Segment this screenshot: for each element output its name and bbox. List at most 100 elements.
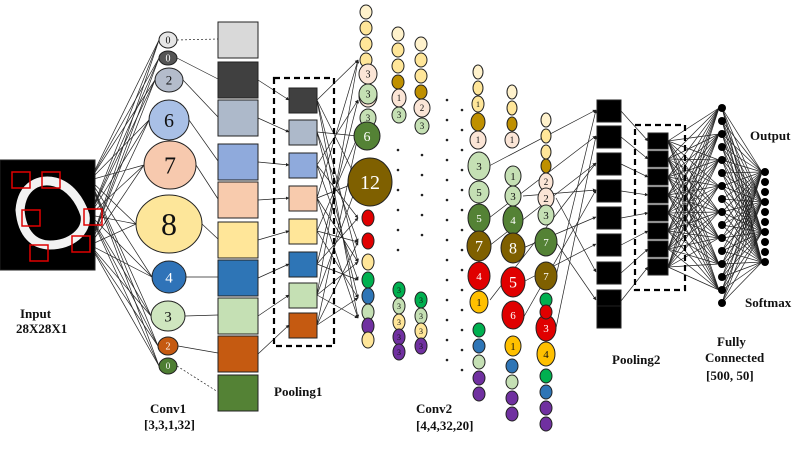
pool2-fc-edge bbox=[667, 140, 720, 213]
output-neuron bbox=[761, 258, 769, 266]
conv1-feature-map bbox=[217, 297, 259, 335]
ellipsis-dot bbox=[460, 348, 464, 352]
conv1-node-label: 2 bbox=[166, 342, 171, 353]
conv2-small-node bbox=[472, 322, 486, 338]
pool1-conv2-edge bbox=[316, 261, 359, 296]
pool2-fc-edge bbox=[667, 107, 720, 178]
pooling2-map bbox=[647, 150, 669, 168]
ellipsis-dot bbox=[460, 328, 464, 332]
conv1-map-edge bbox=[188, 119, 219, 162]
fc-output-edge bbox=[721, 261, 763, 304]
output-neuron bbox=[761, 238, 769, 246]
pool2-fc-edge bbox=[667, 158, 720, 239]
conv2-small-node bbox=[540, 144, 552, 160]
ellipsis-dot bbox=[445, 278, 449, 282]
fc-output-edge bbox=[721, 201, 763, 226]
pool2-fc-edge bbox=[667, 230, 720, 265]
ellipsis-dot bbox=[420, 193, 424, 197]
output-neuron bbox=[761, 198, 769, 206]
pool2-fc-edge bbox=[667, 133, 720, 178]
pool2-fc-edge bbox=[667, 176, 720, 265]
pool2-fc-edge bbox=[667, 107, 720, 268]
conv2-small-node-label: 1 bbox=[476, 100, 480, 109]
conv2-pool2-edge bbox=[522, 188, 597, 197]
pool2-fc-edge bbox=[667, 158, 720, 161]
fc-output-edge bbox=[721, 172, 763, 233]
fc-output-edge bbox=[721, 201, 763, 304]
pool2-fc-edge bbox=[667, 266, 720, 291]
conv1-feature-map bbox=[217, 61, 259, 99]
ellipsis-dot bbox=[396, 148, 400, 152]
conv2-small-node bbox=[469, 130, 487, 150]
pool2-fc-edge bbox=[667, 140, 720, 265]
conv2-col-c-node bbox=[534, 227, 558, 257]
ellipsis-dot bbox=[460, 188, 464, 192]
conv2-feature-map bbox=[596, 261, 622, 285]
conv2-col-c-node bbox=[537, 204, 555, 226]
conv2-small-node bbox=[392, 343, 406, 361]
fc-output-edge bbox=[721, 171, 763, 252]
pooling1-map bbox=[288, 185, 318, 212]
ellipsis-dot bbox=[445, 238, 449, 242]
conv2-col-a-node-label: 4 bbox=[476, 271, 482, 283]
conv1-shape-label: [3,3,1,32] bbox=[144, 417, 195, 432]
conv2-small-node-label: 3 bbox=[397, 286, 401, 295]
pool2-fc-edge bbox=[667, 185, 720, 268]
fc-output-edge bbox=[721, 120, 763, 173]
pool2-fc-edge bbox=[667, 194, 720, 239]
conv2-big-node bbox=[347, 157, 393, 207]
fc-output-edge bbox=[721, 171, 763, 213]
conv2-small-node bbox=[539, 416, 553, 432]
pooling2-box bbox=[633, 123, 687, 292]
conv2-small-node bbox=[391, 74, 405, 90]
fc-output-edge bbox=[721, 237, 763, 263]
pool1-conv2-edge bbox=[316, 241, 359, 326]
fc-neuron bbox=[718, 169, 726, 177]
pool2-fc-edge bbox=[667, 107, 720, 196]
pooling1-map bbox=[288, 119, 318, 146]
fc-neuron bbox=[718, 117, 726, 125]
pool1-conv2-edge bbox=[316, 230, 359, 299]
conv2-col-a-node-label: 7 bbox=[475, 239, 483, 256]
pool2-fc-edge bbox=[667, 263, 720, 268]
ellipsis-dot bbox=[445, 178, 449, 182]
pooling2-map bbox=[647, 222, 669, 240]
conv2-big-node-label: 3 bbox=[366, 90, 371, 101]
conv2-col-a-node bbox=[467, 261, 491, 291]
pool1-conv2-edge bbox=[316, 59, 360, 296]
pool2-fc-edge bbox=[667, 159, 720, 178]
conv2-col-b-node-label: 6 bbox=[510, 310, 516, 322]
fc-output-edge bbox=[721, 198, 763, 233]
conv1-map-edge bbox=[176, 38, 219, 41]
conv2-small-node bbox=[472, 64, 484, 80]
fc-output-edge bbox=[721, 201, 763, 213]
ellipsis-dot bbox=[396, 168, 400, 172]
fc-neuron bbox=[718, 273, 726, 281]
ellipsis-dot bbox=[460, 128, 464, 132]
conv2-small-node-label: 3 bbox=[419, 327, 423, 336]
fc-output-edge bbox=[721, 201, 763, 239]
conv2-small-node bbox=[472, 386, 486, 402]
conv2-small-node bbox=[361, 232, 375, 250]
conv2-col-b-node-label: 1 bbox=[510, 341, 516, 353]
conv2-col-c-node-label: 7 bbox=[543, 237, 549, 249]
pooling2-map bbox=[647, 132, 669, 150]
ellipsis-dot bbox=[445, 338, 449, 342]
pool2-fc-edge bbox=[667, 211, 720, 232]
conv2-title-label: Conv2 bbox=[416, 401, 453, 416]
receptive-field-box bbox=[29, 244, 49, 262]
fc-output-edge bbox=[721, 107, 763, 203]
pooling1-map bbox=[288, 282, 318, 309]
ellipsis-dot bbox=[460, 268, 464, 272]
conv1-node bbox=[143, 140, 197, 190]
fc-output-edge bbox=[721, 120, 763, 263]
conv2-node-label: 3 bbox=[420, 121, 425, 131]
pool2-fc-edge bbox=[667, 107, 720, 142]
conv2-small-node bbox=[361, 271, 375, 289]
pool2-fc-edge bbox=[667, 248, 720, 291]
fc-output-edge bbox=[721, 201, 763, 278]
input-conv1-edge bbox=[89, 214, 152, 317]
pool2-fc-edge bbox=[667, 133, 720, 160]
conv2-col-b-node-label: 4 bbox=[510, 215, 516, 227]
pool2-fc-edge bbox=[667, 133, 720, 250]
